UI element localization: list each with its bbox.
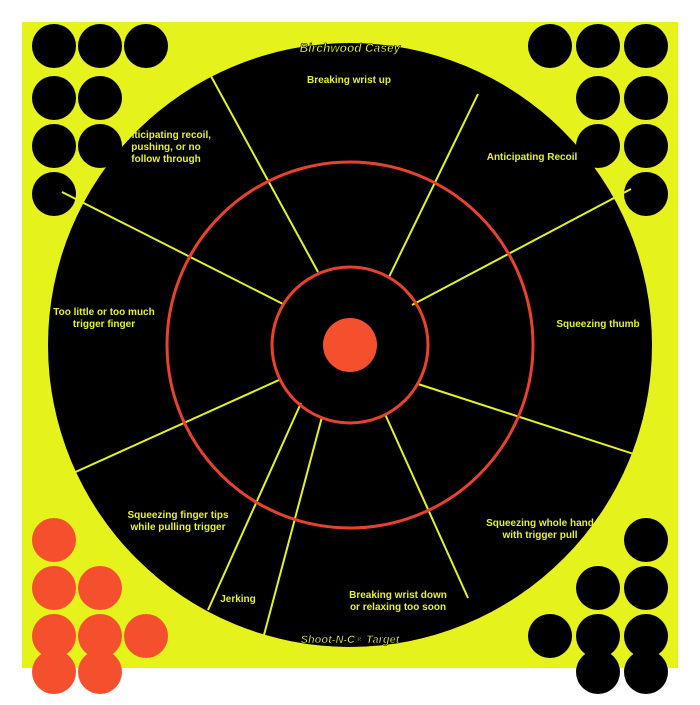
paster-dot-top-right-3 (624, 24, 668, 68)
paster-dot-bottom-left-1 (32, 518, 76, 562)
paster-dot-bottom-left-8 (78, 650, 122, 694)
sector-divider-3 (411, 188, 632, 306)
sector-divider-7 (207, 402, 302, 611)
paster-dot-top-left-7 (78, 124, 122, 168)
paster-dot-bottom-right-8 (624, 650, 668, 694)
paster-dot-bottom-right-5 (576, 614, 620, 658)
sector-labels: Breaking wrist up Anticipating RecoilSque… (53, 75, 639, 613)
paster-dot-top-right-7 (624, 124, 668, 168)
inner-ring (270, 265, 430, 425)
paster-dot-top-left-6 (32, 124, 76, 168)
paster-dot-bottom-right-6 (624, 614, 668, 658)
paster-dot-bottom-right-2 (576, 566, 620, 610)
sector-divider-8 (59, 379, 280, 480)
paster-dot-bottom-right-7 (576, 650, 620, 694)
paster-dot-top-left-5 (78, 76, 122, 120)
bullseye (323, 318, 377, 372)
sector-divider-5 (384, 413, 469, 599)
paster-dot-bottom-right-4 (528, 614, 572, 658)
paster-dot-top-right-4 (576, 76, 620, 120)
paster-dot-top-right-6 (576, 124, 620, 168)
paster-dot-bottom-right-3 (624, 566, 668, 610)
paster-dot-top-right-5 (624, 76, 668, 120)
paster-dot-bottom-left-3 (78, 566, 122, 610)
paster-dot-top-right-8 (624, 172, 668, 216)
paster-dot-top-left-4 (32, 76, 76, 120)
paster-dots (32, 24, 668, 694)
sector-label-2: Anticipating Recoil (487, 152, 578, 163)
paster-dot-bottom-left-2 (32, 566, 76, 610)
bottom-logo: Shoot-N-C® Target (301, 634, 401, 646)
sector-divider-1 (205, 66, 319, 273)
paster-dot-bottom-left-5 (78, 614, 122, 658)
sector-divider-4 (417, 383, 647, 459)
top-logo: Birchwood Casey (300, 41, 402, 55)
sector-divider-2 (388, 93, 479, 278)
paster-dot-top-left-2 (78, 24, 122, 68)
paster-dot-bottom-left-6 (124, 614, 168, 658)
paster-dot-top-left-3 (124, 24, 168, 68)
paster-dot-bottom-right-1 (624, 518, 668, 562)
sector-label-6: Jerking (220, 594, 256, 605)
sector-divider-6 (259, 416, 323, 651)
sector-label-3: Squeezing thumb (556, 319, 639, 330)
sector-label-1: Breaking wrist up (307, 75, 391, 86)
paster-dot-top-right-1 (528, 24, 572, 68)
paster-dot-bottom-left-4 (32, 614, 76, 658)
paster-dot-bottom-left-7 (32, 650, 76, 694)
paster-dot-top-left-8 (32, 172, 76, 216)
sector-divider-9 (61, 191, 284, 305)
paster-dot-top-right-2 (576, 24, 620, 68)
sector-dividers (59, 66, 647, 651)
paster-dot-top-left-1 (32, 24, 76, 68)
outer-ring (165, 160, 535, 530)
